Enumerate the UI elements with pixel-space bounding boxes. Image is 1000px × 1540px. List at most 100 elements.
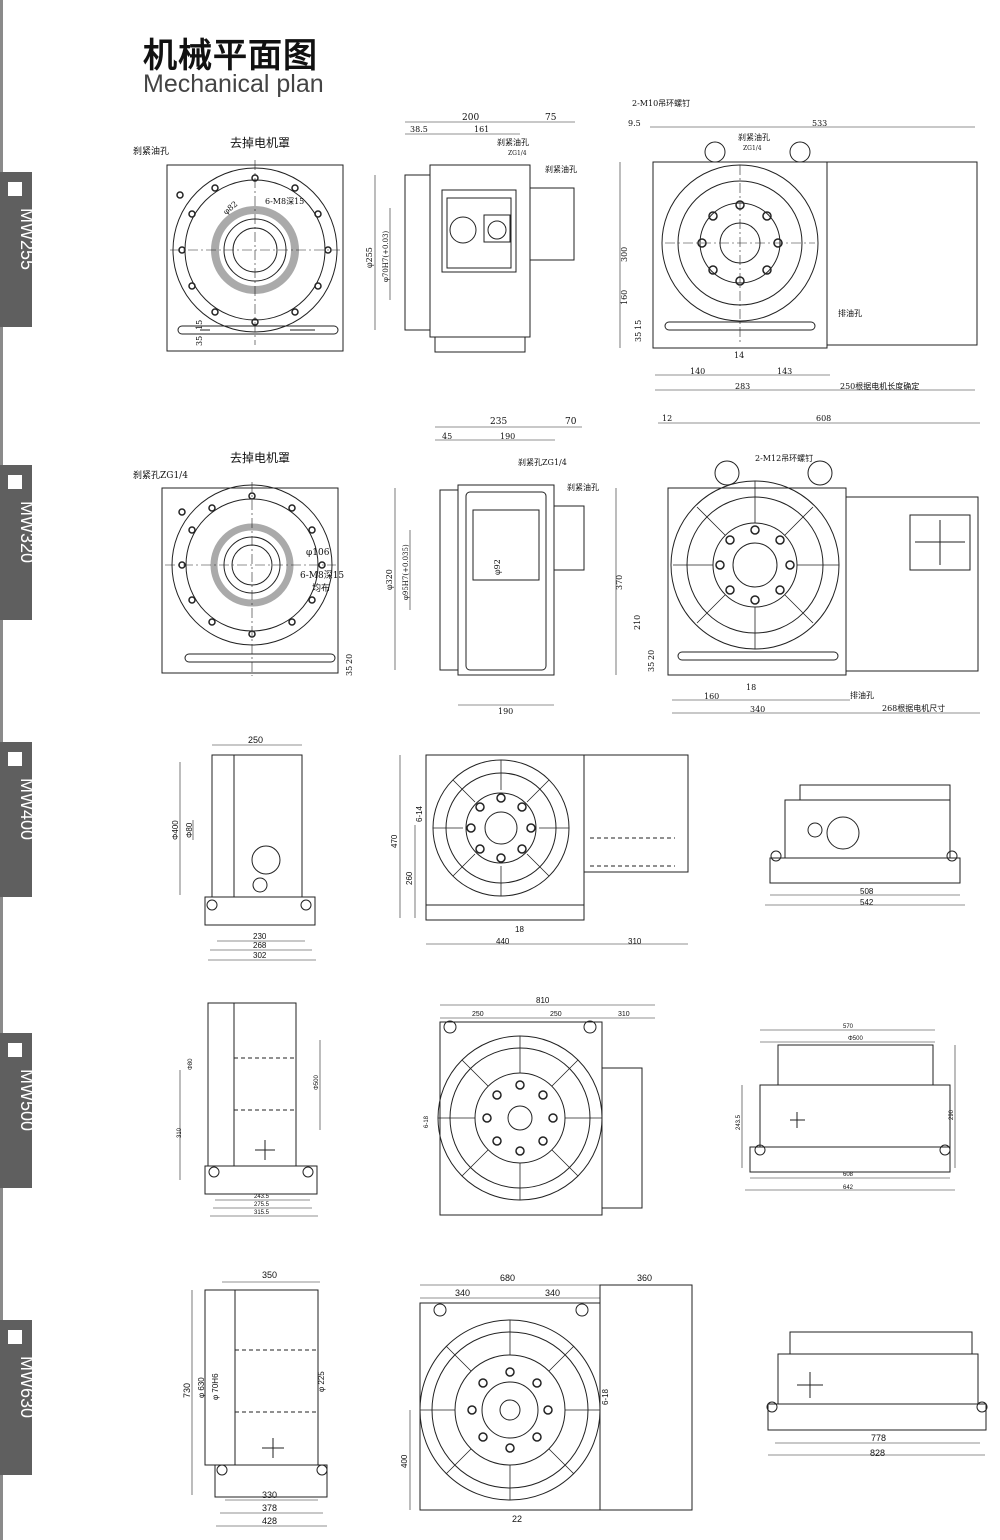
mw630-side-w1: 350 (262, 1270, 277, 1280)
mw630-side-b3: 428 (262, 1516, 277, 1526)
mw255-side-view: 200 75 38.5 161 刹紧油孔 ZG1/4 刹紧油孔 φ255 φ70… (365, 113, 577, 353)
model-tab-label: MW630 (17, 1356, 37, 1419)
model-tab-label: MW320 (17, 501, 37, 564)
tab-marker (8, 1043, 22, 1057)
mw255-top-w2: 533 (812, 119, 827, 128)
tab-marker (8, 1330, 22, 1344)
mw320-front-view: 去掉电机罩 刹紧孔ZG1/4 φ106 6-M8深15 均布 35 20 (133, 451, 354, 676)
mw255-front-note1: 去掉电机罩 (230, 136, 290, 150)
mw500-side-d2: Φ500 (314, 1075, 320, 1090)
mw400-end-w2: 542 (860, 898, 874, 907)
mw630-side-d2: φ 70H6 (211, 1373, 220, 1400)
mw320-top-h2: 210 (633, 615, 642, 630)
page-subtitle: Mechanical plan (143, 70, 324, 98)
tab-marker (8, 752, 22, 766)
mw255-top-view: 2-M10吊环螺钉 刹紧油孔 ZG1/4 9.5 533 300 160 35 … (619, 98, 978, 391)
model-tab-label: MW500 (17, 1069, 37, 1132)
tab-marker (8, 182, 22, 196)
mw255-front-h1: 35 (195, 336, 204, 346)
model-tab-mw400[interactable]: MW400 (0, 742, 37, 897)
mw320-front-h1: 35 (345, 666, 354, 676)
mw630-top-w3: 340 (455, 1288, 470, 1298)
mw320-top-h4: 20 (647, 650, 656, 660)
mw630-side-b2: 378 (262, 1503, 277, 1513)
mw400-top-w1: 440 (496, 937, 510, 946)
mw400-top-h2: 260 (405, 871, 414, 885)
mw255-side-dia: φ255 (365, 247, 374, 268)
mw500-end-d1: Φ500 (848, 1036, 863, 1042)
mw400-top-view: 470 260 6-14 18 440 310 (390, 754, 689, 946)
mw255-front-view: 去掉电机罩 刹紧油孔 φ82 6-M8深15 35 15 (133, 136, 344, 352)
mw320-side-n1: 刹紧孔ZG1/4 (518, 458, 567, 467)
mw255-top-h3: 35 (634, 332, 643, 342)
mw320-side-d3: φ92 (493, 559, 502, 575)
model-tab-label: MW255 (17, 208, 37, 271)
model-tab-mw630[interactable]: MW630 (0, 1320, 37, 1475)
mw320-side-view: 235 70 45 190 刹紧孔ZG1/4 刹紧油孔 φ320 φ95H7(+… (385, 417, 599, 716)
mw320-top-w4: 340 (750, 705, 765, 714)
mw630-top-h1: 400 (400, 1454, 409, 1468)
mw320-front-note1: 去掉电机罩 (230, 451, 290, 465)
mw630-top-s1: 6-18 (601, 1388, 610, 1405)
model-tab-mw320[interactable]: MW320 (0, 465, 37, 620)
mw630-top-view: 680 360 340 340 6-18 400 22 (400, 1273, 693, 1524)
mw320-front-bolts: 6-M8深15 (300, 570, 344, 581)
mw255-top-w3: 140 (690, 367, 705, 376)
mw320-top-w3: 160 (704, 692, 719, 701)
mw255-side-w4: 161 (474, 125, 489, 134)
mw400-top-b1: 18 (515, 925, 524, 934)
mw320-top-w1: 12 (662, 414, 672, 423)
mw500-side-d1: Φ80 (188, 1058, 194, 1070)
page-title: 机械平面图 (143, 36, 318, 76)
mw255-top-h2: 160 (620, 290, 629, 305)
mw255-side-n2: 刹紧油孔 (545, 164, 577, 174)
mw320-top-w2: 608 (816, 414, 831, 423)
mw500-side-b1: 243.5 (254, 1194, 270, 1200)
mw500-top-s1: 6-18 (424, 1115, 430, 1128)
mw630-end-w2: 828 (870, 1448, 885, 1458)
mw500-top-w4: 310 (618, 1011, 630, 1018)
mw400-side-b3: 302 (253, 951, 267, 960)
mw500-top-w2: 250 (472, 1011, 484, 1018)
mw320-side-w5: 190 (498, 707, 513, 716)
mw630-side-h1: 730 (182, 1383, 192, 1398)
mw500-end-h2: 290 (949, 1109, 955, 1120)
mw320-top-n2: 排油孔 (850, 690, 874, 700)
mw320-top-view: 12 608 2-M12吊环螺钉 370 210 35 20 18 160 34… (615, 414, 980, 714)
mw320-top-b1: 18 (746, 683, 756, 692)
mw630-side-d3: φ 225 (317, 1371, 326, 1392)
mw400-side-w1: 250 (248, 735, 263, 745)
mw630-top-w4: 340 (545, 1288, 560, 1298)
mw255-top-n1: 2-M10吊环螺钉 (632, 98, 690, 108)
mw500-side-view: Φ80 Φ500 310 243.5 275.5 315.5 (177, 1002, 321, 1217)
mw400-side-b1: 230 (253, 932, 267, 941)
mw255-front-h2: 15 (195, 320, 204, 330)
model-tab-mw500[interactable]: MW500 (0, 1033, 37, 1188)
mw500-end-w3: 642 (843, 1185, 854, 1191)
mw400-top-s1: 6-14 (415, 805, 424, 822)
mw320-side-bore: φ95H7(+0.035) (402, 544, 410, 600)
mw500-end-view: 570 Φ500 243.5 290 608 642 (736, 1024, 956, 1191)
mw320-side-dia: φ320 (385, 569, 394, 590)
mw320-side-w3: 45 (442, 432, 452, 441)
mw400-side-view: 250 Φ400 Φ80 230 268 302 (171, 735, 316, 961)
mw320-front-even: 均布 (312, 582, 330, 594)
mw255-side-w3: 38.5 (410, 125, 428, 134)
mw255-front-note2: 刹紧油孔 (133, 145, 169, 157)
tab-marker (8, 475, 22, 489)
mw255-side-n1: 刹紧油孔 (497, 137, 529, 147)
mw500-end-w2: 608 (843, 1172, 854, 1178)
mw255-side-bore: φ70H7(+0.03) (382, 230, 390, 282)
mw320-top-h1: 370 (615, 575, 624, 590)
mw255-top-n3: 排油孔 (838, 308, 862, 318)
model-tab-label: MW400 (17, 778, 37, 841)
model-tab-mw255[interactable]: MW255 (0, 172, 37, 327)
mw630-side-d1: φ 630 (197, 1377, 206, 1398)
mw500-side-b3: 315.5 (254, 1210, 270, 1216)
mw400-end-w1: 508 (860, 887, 874, 896)
mw320-side-n2: 刹紧油孔 (567, 482, 599, 492)
mw320-side-w1: 235 (490, 417, 507, 427)
mw255-top-h4: 15 (634, 320, 643, 330)
mw400-side-b2: 268 (253, 941, 267, 950)
